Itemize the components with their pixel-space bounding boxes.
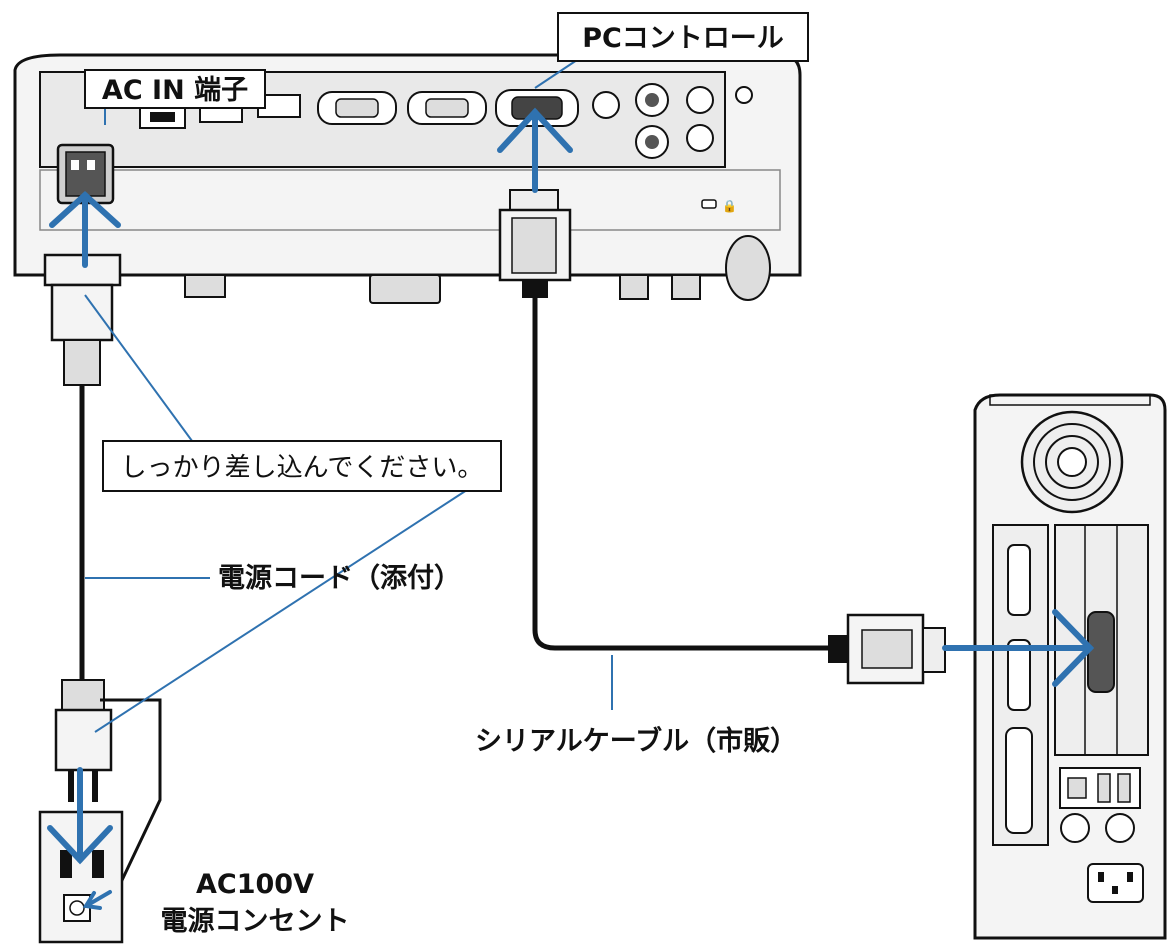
pc-vga-port <box>1007 544 1031 616</box>
pc-usb-port <box>1067 777 1087 799</box>
power-cord-label: 電源コード（添付） <box>218 563 461 594</box>
pc-parallel-port <box>1005 727 1033 834</box>
security-slot <box>701 199 717 209</box>
arrow-up-pc-control <box>497 107 573 193</box>
pc-usb-port <box>1117 773 1131 803</box>
audio-port <box>592 91 620 119</box>
label-pc-control: PCコントロール <box>557 12 809 62</box>
projector-foot <box>619 274 649 300</box>
projector-foot <box>671 274 701 300</box>
lock-icon: 🔒 <box>722 199 737 213</box>
outlet-voltage-label: AC100V <box>196 869 314 900</box>
pc-ps2-port <box>1060 813 1090 843</box>
ground-wire <box>100 698 162 896</box>
serial-connector-pc <box>828 613 946 685</box>
arrow-down-outlet <box>47 767 113 865</box>
audio-jack <box>686 124 714 152</box>
ac-in-label: AC IN 端子 <box>102 75 248 106</box>
projector-foot <box>184 274 226 298</box>
pc-usb-port <box>1097 773 1111 803</box>
serial-cable-label: シリアルケーブル（市販） <box>475 725 797 757</box>
screw-icon <box>735 86 753 104</box>
label-ac-in: AC IN 端子 <box>84 69 266 109</box>
power-plug-outlet <box>54 679 113 802</box>
audio-jack <box>686 86 714 114</box>
insert-firmly-label: しっかり差し込んでください。 <box>121 453 484 483</box>
pc-vga-port <box>1007 639 1031 711</box>
projector-foot <box>369 274 441 304</box>
serial-cable <box>532 298 838 651</box>
projector: 🔒 <box>13 53 802 304</box>
label-insert-firmly: しっかり差し込んでください。 <box>102 440 502 492</box>
arrow-up-ac-in <box>49 190 121 268</box>
power-plug-projector <box>43 253 122 386</box>
outlet-name-label: 電源コンセント <box>161 906 350 937</box>
arrow-right-pc-serial <box>942 609 1095 687</box>
projector-foot <box>725 235 771 301</box>
pc-ps2-port <box>1105 813 1135 843</box>
arrows <box>47 107 1095 865</box>
ground-screw-icon <box>69 900 85 916</box>
pc-power-inlet <box>1087 863 1144 903</box>
pc-serial-port <box>1087 611 1115 693</box>
pc-control-label: PCコントロール <box>582 23 784 54</box>
serial-connector-projector <box>498 189 572 298</box>
arrow-ground-screw <box>82 890 112 910</box>
